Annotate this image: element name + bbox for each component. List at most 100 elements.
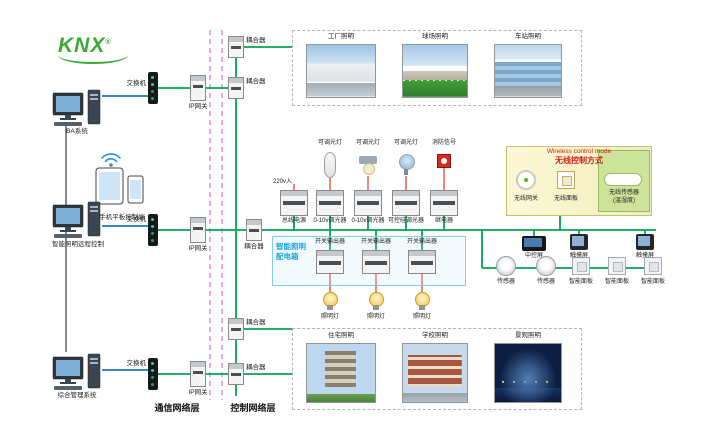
fire-alarm-icon <box>437 154 451 168</box>
photo-factory-lighting <box>306 44 376 98</box>
ip-gateway-device <box>190 361 206 387</box>
switch-actuator-module <box>362 250 390 274</box>
ethernet-lines <box>102 95 148 371</box>
knx-logo: KNX® <box>58 34 136 74</box>
photo-landscape-lighting <box>494 343 562 403</box>
dimmable-lamp-icon <box>324 152 336 178</box>
triac-dimmer-module <box>392 190 420 216</box>
central-screen-label: 中控屏 <box>524 253 543 259</box>
app-label: 车站照明 <box>515 33 541 40</box>
distribution-box-title: 智能照明 <box>276 242 306 251</box>
wireless-sensor-icon <box>604 173 642 186</box>
coupler-label: 耦合器 <box>246 78 266 85</box>
comm-network-layer-label: 通信网络层 <box>154 403 200 413</box>
fire-signal-label: 消防信号 <box>431 140 456 146</box>
app-label: 学校照明 <box>422 332 448 339</box>
dimmer-module <box>316 190 344 216</box>
line-coupler-device <box>228 36 244 58</box>
module-label: 继电器 <box>434 218 453 224</box>
mobile-control-label: 手机平板控制端 <box>99 214 145 221</box>
smart-panel-label: 智能面板 <box>640 279 665 285</box>
power-in-label: 220v入 <box>272 179 292 185</box>
smart-panel-icon <box>644 257 662 275</box>
wireless-sensor-label: 无线传感器 <box>608 190 639 196</box>
touch-screen-label: 触摸屏 <box>569 253 588 259</box>
smart-panel-label: 智能面板 <box>604 279 629 285</box>
wifi-icon <box>101 153 121 163</box>
dimmable-lamp-label: 可调光灯 <box>317 140 342 146</box>
module-label: 总线电源 <box>281 218 306 224</box>
top-applications-box <box>292 30 582 106</box>
module-label: 0-10v调光器 <box>351 218 385 224</box>
lamp-label: 照明灯 <box>320 314 339 320</box>
ip-gateway-device <box>190 217 206 243</box>
photo-residential-lighting <box>306 343 376 403</box>
layer-boundary-lines <box>209 30 223 400</box>
load-signal-lines <box>293 168 445 292</box>
app-label: 工厂照明 <box>328 33 354 40</box>
module-label: 可控硅调光器 <box>388 218 425 224</box>
ctrl-network-layer-label: 控制网络层 <box>230 403 276 413</box>
ip-gateway-device <box>190 75 206 101</box>
dimmer-module <box>354 190 382 216</box>
lamp-label: 照明灯 <box>366 314 385 320</box>
registered-mark: ® <box>105 39 112 46</box>
wireless-panel-label: 无线面板 <box>553 196 578 202</box>
actuator-label: 开关输出器 <box>360 239 391 245</box>
line-coupler-device <box>228 318 244 340</box>
dimmable-lamp-label: 可调光灯 <box>393 140 418 146</box>
central-control-screen <box>522 236 546 251</box>
remote-control-label: 智能照明远程控制 <box>52 241 104 248</box>
switch-label: 交换机 <box>126 360 147 367</box>
relay-module <box>430 190 458 216</box>
line-coupler-device <box>228 363 244 385</box>
ethernet-switch <box>148 72 158 104</box>
distribution-box-title: 配电箱 <box>276 252 299 261</box>
ba-system-computer-icon <box>52 89 101 126</box>
app-label: 住宅照明 <box>328 332 354 339</box>
knx-bus-lines <box>158 38 656 396</box>
touch-screen-label: 触摸屏 <box>635 253 654 259</box>
ba-system-label: BA系统 <box>66 128 88 135</box>
ip-gateway-label: IP网关 <box>188 245 208 252</box>
wireless-title-cn: 无线控制方式 <box>555 156 603 165</box>
photo-stadium-lighting <box>402 44 468 98</box>
wireless-panel-icon <box>557 171 575 189</box>
bottom-applications-box <box>292 328 582 410</box>
lamp-label: 照明灯 <box>412 314 431 320</box>
app-label: 景观照明 <box>515 332 541 339</box>
spotlight-icon <box>398 154 415 176</box>
remote-control-computer-icon <box>52 201 101 238</box>
smart-panel-icon <box>572 257 590 275</box>
switch-label: 交换机 <box>126 216 147 223</box>
sensor-icon <box>536 256 556 276</box>
management-computer-icon <box>52 353 101 390</box>
ip-gateway-label: IP网关 <box>188 103 208 110</box>
ip-gateway-label: IP网关 <box>188 389 208 396</box>
dimmable-lamp-label: 可调光灯 <box>355 140 380 146</box>
lamp-bulb-icon <box>369 292 384 312</box>
coupler-label: 耦合器 <box>244 243 264 250</box>
sensor-label: 传感器 <box>496 279 515 285</box>
switch-actuator-module <box>316 250 344 274</box>
module-label: 0-10v调光器 <box>313 218 347 224</box>
coupler-label: 耦合器 <box>246 319 266 326</box>
coupler-label: 耦合器 <box>246 364 266 371</box>
app-label: 球场照明 <box>422 33 448 40</box>
wireless-sensor-label: (温湿度) <box>613 198 635 204</box>
downlight-icon <box>359 156 377 176</box>
photo-station-lighting <box>494 44 562 98</box>
actuator-label: 开关输出器 <box>406 239 437 245</box>
knx-logo-swoosh <box>58 46 128 64</box>
touch-screen <box>570 234 588 250</box>
line-coupler-device <box>246 219 262 241</box>
touch-screen <box>636 234 654 250</box>
smart-panel-icon <box>608 257 626 275</box>
wireless-gateway-label: 无线网关 <box>513 196 538 202</box>
wireless-title-en: Wireless control mode <box>546 148 612 155</box>
management-system-label: 综合管理系统 <box>57 392 97 399</box>
line-coupler-device <box>228 77 244 99</box>
actuator-label: 开关输出器 <box>314 239 345 245</box>
